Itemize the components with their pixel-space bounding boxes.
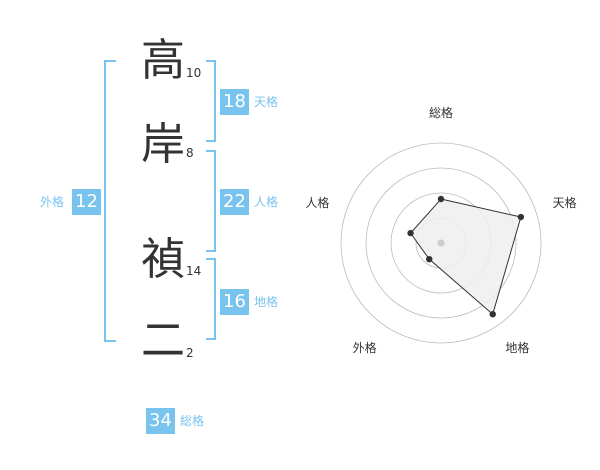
soukaku-badge: 34 — [146, 408, 175, 434]
chikaku-label: 地格 — [254, 295, 279, 309]
radar-axis-label: 人格 — [305, 195, 329, 210]
radar-point — [517, 213, 525, 221]
radar-axis-label: 総格 — [429, 105, 453, 120]
radar-axis-label: 天格 — [553, 195, 577, 210]
radar-point — [489, 310, 496, 318]
chikaku-bracket — [206, 258, 216, 340]
radar-center-dot — [437, 239, 445, 247]
stroke-count-1: 10 — [186, 66, 202, 80]
radar-grid-ring — [365, 167, 517, 319]
tenkaku-badge: 18 — [220, 89, 249, 115]
name-char-2: 岸 — [141, 119, 185, 170]
stroke-count-3: 14 — [186, 264, 202, 278]
stroke-count-4: 2 — [186, 346, 194, 360]
name-char-1: 高 — [141, 35, 185, 86]
soukaku-label: 総格 — [180, 414, 205, 428]
jinkaku-badge: 22 — [220, 189, 249, 215]
tenkaku-label: 天格 — [254, 95, 279, 109]
radar-point — [407, 229, 414, 237]
radar-axis-label: 地格 — [505, 340, 529, 355]
gaikaku-badge: 12 — [72, 189, 101, 215]
chikaku-badge: 16 — [220, 289, 249, 315]
radar-grid-ring — [340, 142, 542, 344]
radar-axis-label: 外格 — [353, 340, 377, 355]
stroke-count-2: 8 — [186, 146, 194, 160]
radar-point — [426, 255, 433, 263]
radar-point — [437, 195, 445, 203]
name-char-4: 二 — [141, 315, 185, 366]
gaikaku-label: 外格 — [40, 195, 65, 209]
gaikaku-bracket — [104, 60, 116, 342]
tenkaku-bracket — [206, 60, 216, 142]
name-char-3: 禎 — [141, 234, 185, 285]
radar-area — [409, 198, 522, 316]
jinkaku-bracket — [206, 150, 216, 252]
jinkaku-label: 人格 — [254, 195, 279, 209]
